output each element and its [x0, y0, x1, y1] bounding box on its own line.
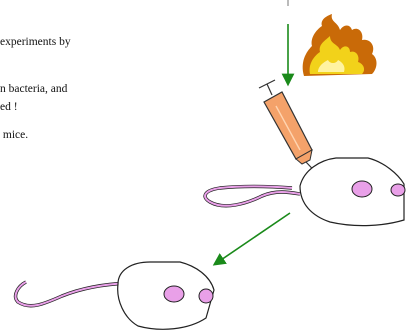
mouse-lower: [16, 262, 214, 329]
arrow-diagonal: [218, 213, 290, 262]
mouse-upper: [205, 158, 405, 226]
flame-icon: [303, 14, 377, 76]
